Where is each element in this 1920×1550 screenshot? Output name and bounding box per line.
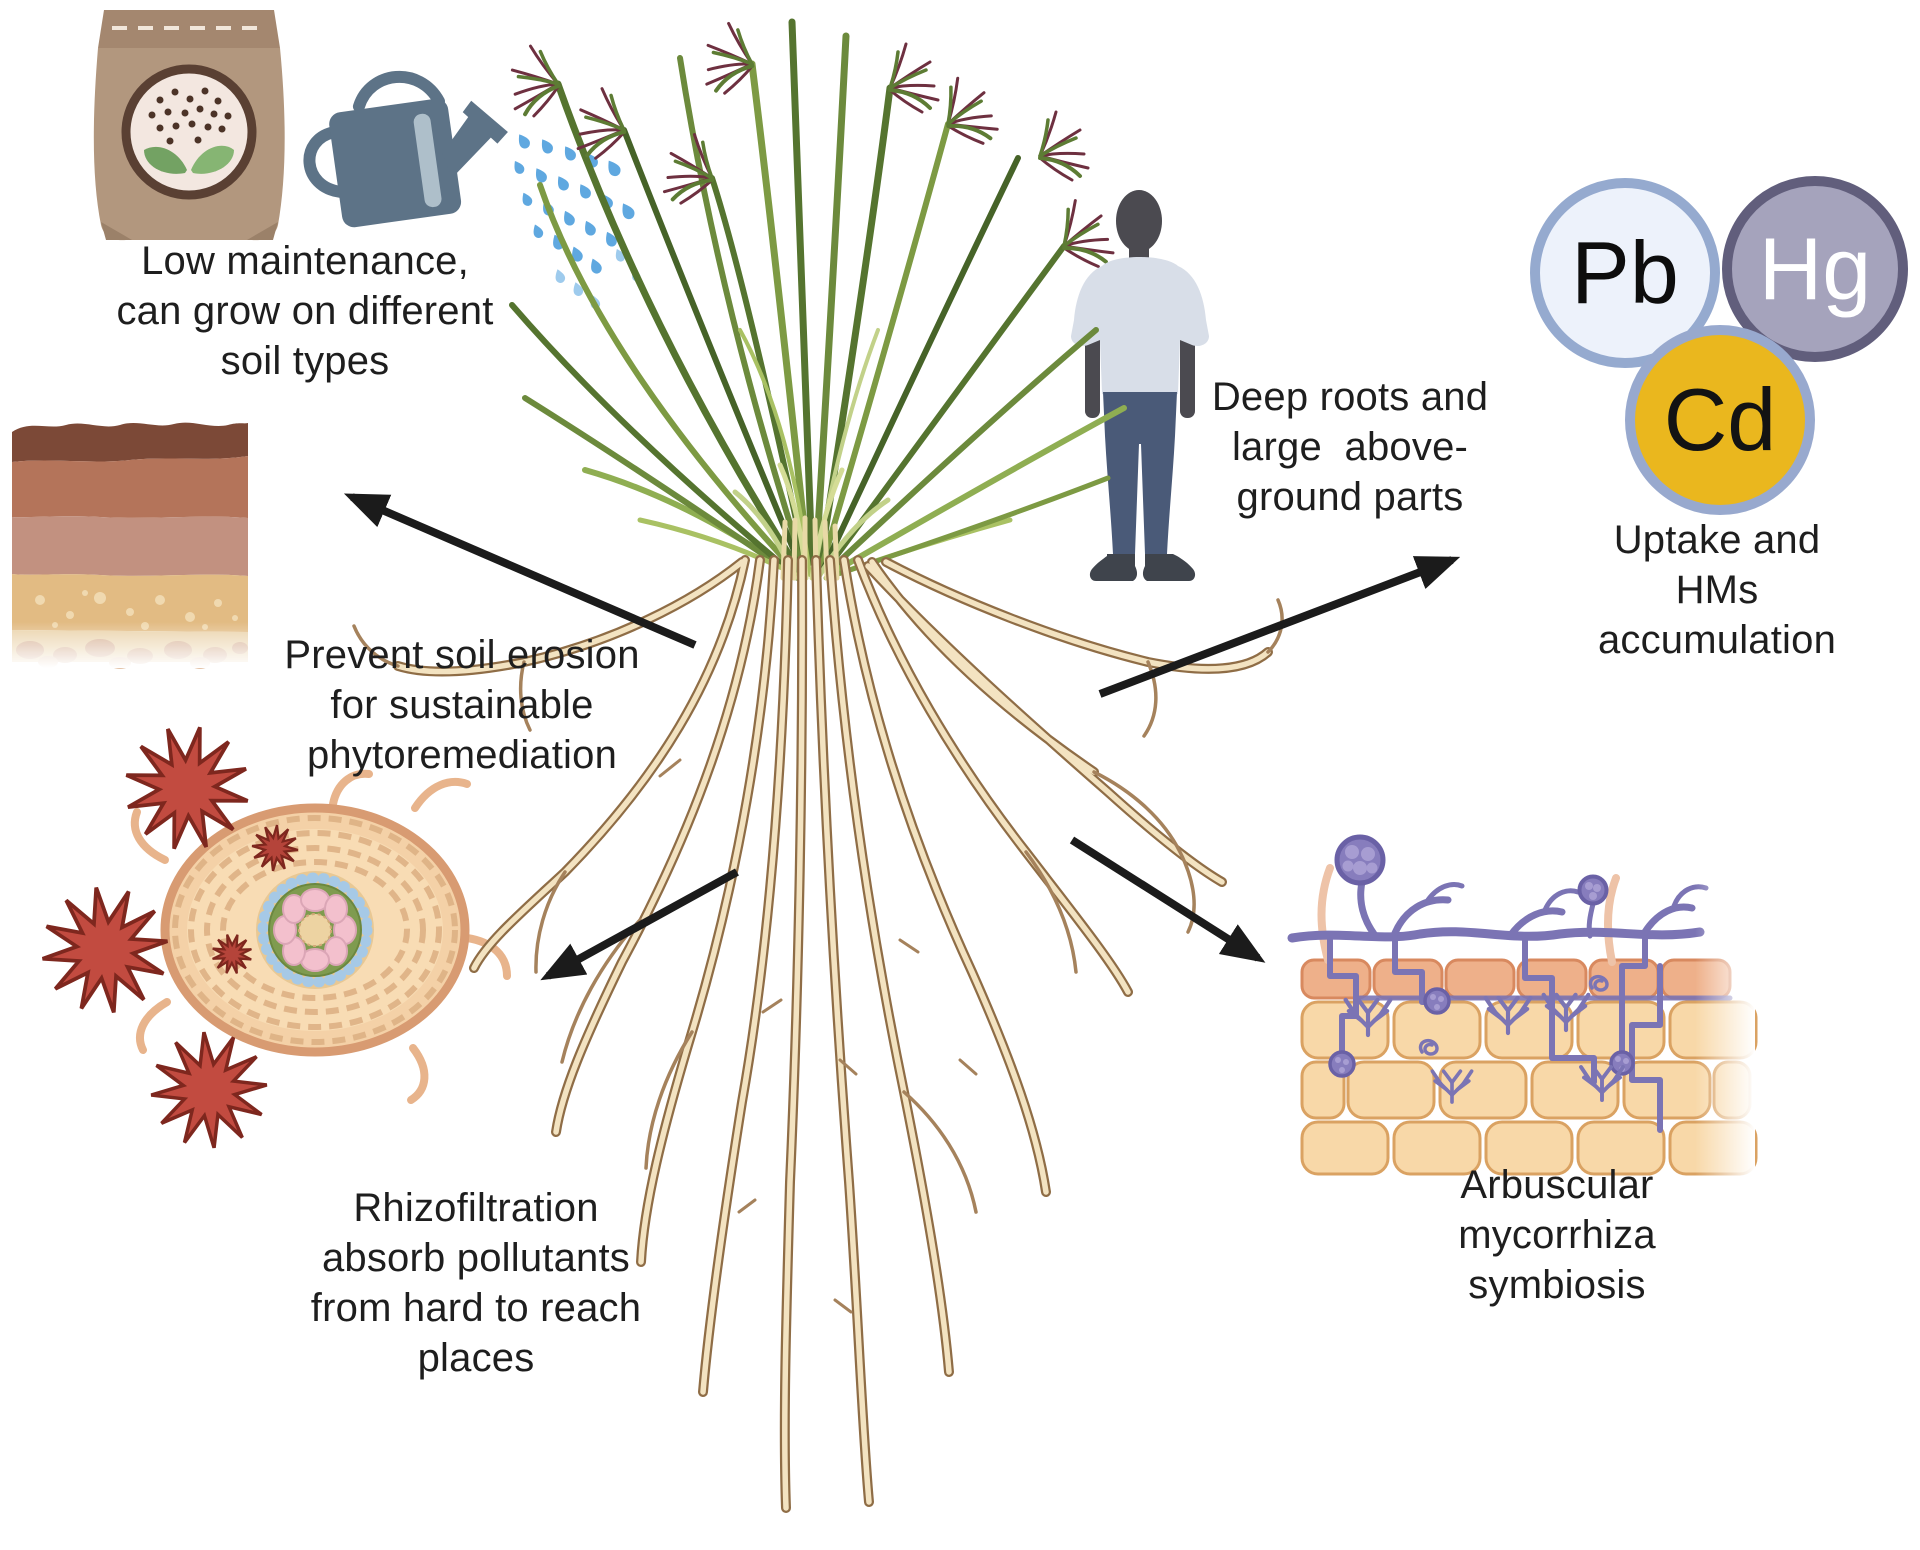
label-rhizofiltration: Rhizofiltration absorb pollutants from h… [310,1186,642,1380]
arrow-to-mycorrhiza [1069,836,1266,963]
label-prevent-erosion: Prevent soil erosion for sustainable phy… [284,633,640,777]
watering-can-icon [303,71,508,228]
metal-symbol-pb: Pb [1571,223,1679,322]
grass-plant-illustration [497,18,1117,581]
person-silhouette [1071,190,1209,581]
arrow-to-metals [1098,556,1461,698]
mycorrhiza-illustration [1287,820,1758,1180]
root-cross-section-icon [130,769,511,1104]
metal-circle-cd: Cd [1625,325,1815,515]
fungal-spores [1328,834,1635,1078]
metal-symbol-hg: Hg [1758,219,1872,318]
arrows [343,493,1461,981]
seed-dots [148,87,232,145]
water-drops-icon [510,131,642,311]
mycorrhiza-root-hairs [1317,864,1620,966]
label-deep-roots: Deep roots and large above- ground parts [1211,375,1489,519]
arrow-to-cross-section [540,868,739,981]
fertilizer-bag-icon [93,10,285,241]
label-mycorrhiza-symbiosis: Arbuscular mycorrhiza symbiosis [1458,1163,1656,1307]
soil-layers-icon [10,422,250,669]
metal-symbol-cd: Cd [1663,370,1777,469]
main-roots-fill [395,557,1271,1511]
epidermis-cells [1300,958,1732,1000]
arrow-to-soil [343,493,697,649]
root-hairs [130,769,511,1104]
label-uptake-accumulation: Uptake and HMs accumulation [1597,518,1837,662]
label-low-maintenance: Low maintenance, can grow on different s… [116,239,494,383]
xylem-vessels [273,888,357,972]
